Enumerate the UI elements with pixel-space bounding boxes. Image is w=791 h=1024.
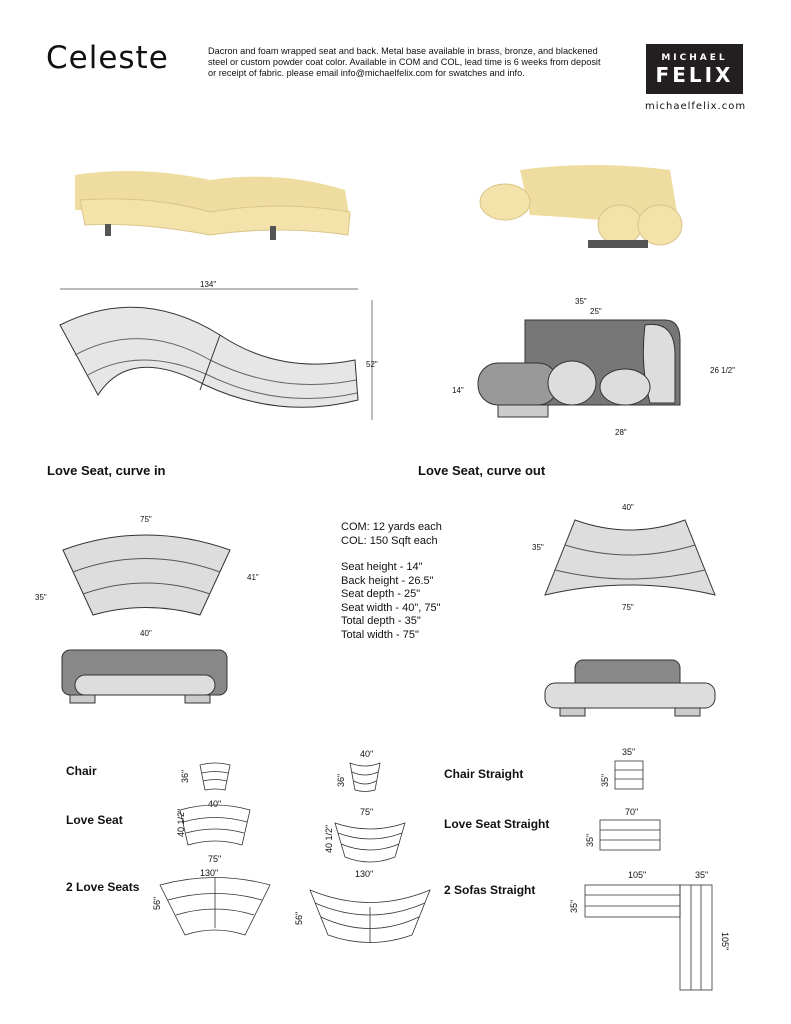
dim: 35" (569, 900, 579, 913)
config-label-love-seat: Love Seat (66, 813, 123, 827)
dim-side: 35" (532, 543, 544, 552)
chair-straight (614, 760, 644, 790)
dim-width: 134" (200, 280, 216, 289)
dim: 40 1/2" (176, 809, 186, 837)
dim: 35" (585, 834, 595, 847)
love-seat-straight (599, 819, 661, 851)
config-label-two-love-seats: 2 Love Seats (66, 880, 140, 894)
website-link[interactable]: michaelfelix.com (645, 101, 747, 112)
product-description: Dacron and foam wrapped seat and back. M… (208, 46, 601, 78)
spec-seat-width: Seat width - 40", 75" (341, 601, 441, 614)
dim-inner: 40" (140, 629, 152, 638)
dim: 56" (152, 897, 162, 910)
dim: 40" (208, 799, 221, 809)
logo-line1: MICHAEL (661, 53, 728, 63)
product-title: Celeste (46, 40, 169, 76)
dim: 75" (208, 854, 221, 864)
spec-seat-height: Seat height - 14" (341, 561, 423, 573)
elevation-curve-out (544, 659, 716, 717)
spec-com: COM: 12 yards each (341, 521, 442, 533)
dim: 70" (625, 807, 638, 817)
dim-w: 75" (140, 515, 152, 524)
love-seat-curve-out (334, 822, 406, 863)
dim: 36" (180, 770, 190, 783)
section-label-curve-out: Love Seat, curve out (418, 463, 546, 478)
spec-list: COM: 12 yards each COL: 150 Sqft each Se… (341, 521, 442, 642)
config-label-chair-straight: Chair Straight (444, 767, 524, 781)
spec-back-height: Back height - 26.5" (341, 574, 434, 587)
config-label-chair: Chair (66, 764, 97, 778)
two-sofas-straight (584, 884, 713, 991)
plan-drawing-full: 134" 52" (59, 280, 378, 420)
dim: 130" (355, 869, 373, 879)
chair-curve-in (199, 762, 231, 791)
brand-logo: MICHAEL FELIX (646, 44, 743, 94)
dim: 40" (360, 749, 373, 759)
plan-curve-in: 75" 41" 35" 40" (35, 515, 259, 638)
config-label-love-seat-straight: Love Seat Straight (444, 817, 550, 831)
dim: 35" (600, 774, 610, 787)
logo-line2: FELIX (655, 63, 734, 87)
sofa-photo-side (479, 165, 683, 248)
dim: 36" (336, 774, 346, 787)
two-love-seats-curve-in (159, 877, 271, 936)
dim-seat-height: 14" (452, 386, 464, 395)
config-label-two-sofas-straight: 2 Sofas Straight (444, 883, 536, 897)
elevation-curve-in (61, 649, 228, 704)
dim-base: 28" (615, 428, 627, 437)
dim-depth: 52" (366, 360, 378, 369)
dim: 105" (628, 870, 646, 880)
chair-curve-out (349, 762, 381, 792)
spec-seat-depth: Seat depth - 25" (341, 588, 421, 600)
config-drawings: 36" 40" 40 1/2" 75" 130" 56" 40" 36" 75"… (152, 747, 730, 991)
spec-total-width: Total width - 75" (341, 628, 419, 641)
dim: 35" (622, 747, 635, 757)
dim: 40 1/2" (324, 825, 334, 853)
love-seat-curve-in (179, 804, 251, 846)
dim-section-width: 35" (575, 297, 587, 306)
section-label-curve-in: Love Seat, curve in (47, 463, 166, 478)
dim-back-height: 26 1/2" (710, 366, 735, 375)
dim-d: 41" (247, 573, 259, 582)
sofa-photo-front (75, 171, 351, 240)
dim-w: 75" (622, 603, 634, 612)
dim-inner: 40" (622, 503, 634, 512)
dim: 56" (294, 912, 304, 925)
dim-section-seat: 25" (590, 307, 602, 316)
dim: 130" (200, 868, 218, 878)
dim: 35" (695, 870, 708, 880)
two-love-seats-curve-out (309, 889, 431, 943)
section-drawing: 35" 25" 14" 26 1/2" 28" (452, 297, 735, 437)
dim: 75" (360, 807, 373, 817)
dim: 105" (720, 932, 730, 950)
plan-curve-out: 40" 35" 75" (532, 503, 716, 612)
spec-total-depth: Total depth - 35" (341, 615, 421, 627)
dim-side: 35" (35, 593, 47, 602)
spec-col: COL: 150 Sqft each (341, 534, 438, 547)
